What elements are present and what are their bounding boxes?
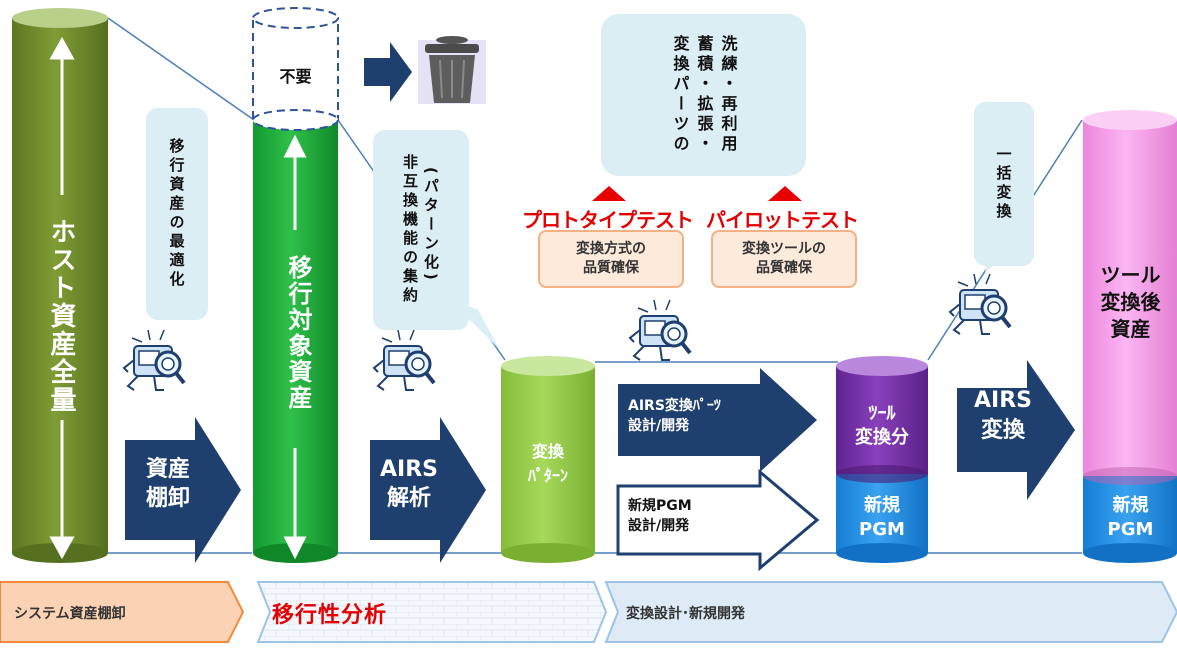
right-arrow-icon — [364, 42, 412, 102]
parts-note: 変換パーツの 蓄積・拡張・ 洗練・再利用 — [601, 14, 806, 176]
tool-after-assets-cylinder — [1083, 110, 1177, 563]
inventory-arrow-label: 資産 棚卸 — [145, 457, 190, 511]
pilot-triangle — [768, 186, 802, 201]
new-pgm-dev-arrow — [616, 468, 820, 572]
batch-note-text: 一括変換 — [994, 146, 1013, 222]
trash-can-icon — [418, 36, 486, 104]
phase-analysis-label: 移行性分析 — [272, 603, 388, 628]
inventory-arrow — [125, 417, 241, 563]
airs-analysis-arrow-label: AIRS 解析 — [380, 457, 438, 511]
airs-parts-arrow-label: AIRS変換ﾊﾟｰﾂ 設計/開発 — [628, 398, 721, 435]
new-pgm-label-1: 新規 PGM — [859, 495, 905, 541]
magnifier-robot-icon — [372, 329, 436, 391]
new-pgm-label-2: 新規 PGM — [1107, 495, 1154, 541]
phase-conversion-label: 変換設計･新規開発 — [626, 606, 745, 622]
phase-bar — [0, 581, 1177, 643]
aggregate-note: 非互換機能の集約 (パターン化) — [373, 130, 469, 330]
prototype-triangle — [592, 186, 626, 201]
magnifier-robot-icon — [122, 329, 186, 391]
host-assets-arrow — [49, 36, 75, 560]
parts-note-line-1: 変換パーツの — [670, 35, 690, 155]
airs-convert-arrow-label: AIRS 変換 — [974, 388, 1032, 443]
migration-target-label: 移行対象資産 — [284, 255, 312, 411]
airs-analysis-arrow — [370, 417, 486, 563]
airs-convert-arrow — [957, 360, 1075, 500]
tool-converted-cylinder — [836, 356, 928, 563]
optimize-note-text: 移行資産の最適化 — [167, 138, 186, 290]
unneeded-label: 不要 — [279, 67, 312, 86]
optimize-note: 移行資産の最適化 — [146, 108, 208, 320]
tool-converted-label: ﾂｰﾙ 変換分 — [855, 403, 909, 449]
magnifier-robot-icon — [628, 299, 692, 361]
batch-note: 一括変換 — [974, 102, 1034, 266]
pilot-quality-box: 変換ツールの 品質確保 — [711, 230, 857, 288]
pilot-test-title: パイロットテスト — [706, 208, 859, 232]
new-pgm-dev-arrow-label: 新規PGM 設計/開発 — [628, 498, 692, 535]
prototype-test-title: プロトタイプテスト — [522, 208, 694, 232]
host-assets-label: ホスト資産全量 — [46, 218, 76, 414]
magnifier-robot-icon — [948, 273, 1012, 335]
tool-after-assets-label: ツール 変換後 資産 — [1100, 263, 1161, 341]
parts-note-line-2: 蓄積・拡張・ — [694, 35, 714, 155]
migration-target-arrow — [283, 134, 307, 560]
aggregate-note-text: 非互換機能の集約 — [401, 154, 419, 306]
aggregate-note-sub: (パターン化) — [422, 166, 440, 284]
airs-parts-arrow — [618, 368, 817, 472]
conversion-pattern-label: 変換 ﾊﾟﾀｰﾝ — [527, 442, 568, 485]
conversion-pattern-cylinder — [501, 356, 595, 563]
phase-inventory-label: システム資産棚卸 — [14, 606, 126, 622]
prototype-quality-box: 変換方式の 品質確保 — [538, 230, 684, 288]
parts-note-line-3: 洗練・再利用 — [718, 35, 738, 155]
